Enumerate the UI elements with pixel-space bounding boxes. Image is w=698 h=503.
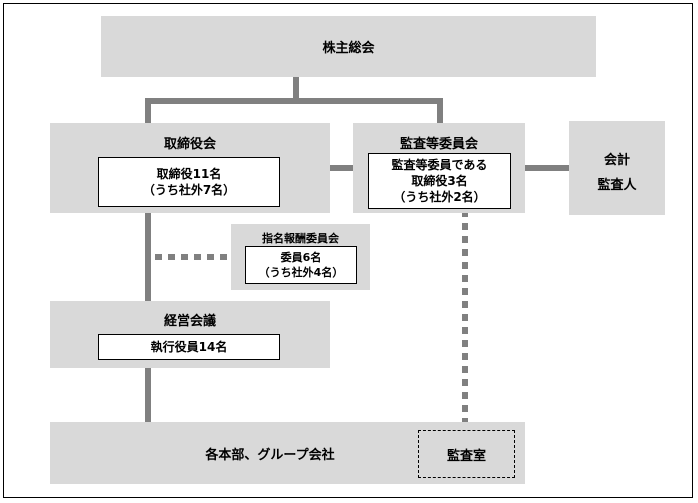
board-members-outside: （うち社外7名） xyxy=(142,183,236,197)
management-meeting-box: 経営会議 執行役員14名 xyxy=(50,301,330,368)
board-members-box: 取締役11名 （うち社外7名） xyxy=(98,157,280,207)
connector-management-divisions xyxy=(145,367,151,423)
audit-committee-members-box: 監査等委員である 取締役3名 （うち社外2名） xyxy=(368,153,511,209)
audit-committee-line2: 取締役3名 xyxy=(411,174,468,188)
dotted-connector-audit-office xyxy=(462,210,468,428)
executive-officers-count: 執行役員14名 xyxy=(150,340,228,354)
dotted-connector-nomination xyxy=(155,254,235,260)
divisions-group-companies-label: 各本部、グループ会社 xyxy=(205,447,335,463)
audit-committee-line3: （うち社外2名） xyxy=(393,190,486,204)
nomination-committee-outside: （うち社外4名） xyxy=(258,266,344,279)
nomination-committee-members-box: 委員6名 （うち社外4名） xyxy=(245,246,357,284)
shareholders-meeting-label: 株主総会 xyxy=(322,41,375,56)
accounting-auditor-line1: 会計 xyxy=(603,153,630,168)
audit-committee-title: 監査等委員会 xyxy=(399,137,478,152)
board-of-directors-box: 取締役会 取締役11名 （うち社外7名） xyxy=(50,123,330,213)
connector-shareholders-down xyxy=(293,76,299,101)
accounting-auditor-line2: 監査人 xyxy=(597,178,637,193)
board-members-count: 取締役11名 xyxy=(156,167,222,181)
internal-audit-office-box: 監査室 xyxy=(418,430,515,478)
nomination-compensation-committee-box: 指名報酬委員会 委員6名 （うち社外4名） xyxy=(231,224,370,290)
connector-horizontal-branch xyxy=(145,98,443,104)
management-meeting-title: 経営会議 xyxy=(163,314,216,329)
connector-to-audit-committee xyxy=(437,98,443,124)
audit-committee-line1: 監査等委員である xyxy=(391,158,488,172)
accounting-auditor-box: 会計 監査人 xyxy=(569,121,665,215)
internal-audit-office-label: 監査室 xyxy=(446,448,486,464)
diagram-frame xyxy=(3,3,693,498)
nomination-committee-title: 指名報酬委員会 xyxy=(262,232,339,245)
board-of-directors-title: 取締役会 xyxy=(163,137,216,152)
connector-board-management xyxy=(145,212,151,302)
connector-to-board xyxy=(145,98,151,124)
connector-board-audit xyxy=(328,165,354,171)
divisions-group-companies-box: 各本部、グループ会社 監査室 xyxy=(50,422,525,484)
connector-audit-auditor xyxy=(524,165,570,171)
shareholders-meeting-box: 株主総会 xyxy=(101,16,596,77)
nomination-committee-count: 委員6名 xyxy=(280,251,322,264)
audit-committee-box: 監査等委員会 監査等委員である 取締役3名 （うち社外2名） xyxy=(353,123,525,213)
executive-officers-box: 執行役員14名 xyxy=(98,334,280,360)
